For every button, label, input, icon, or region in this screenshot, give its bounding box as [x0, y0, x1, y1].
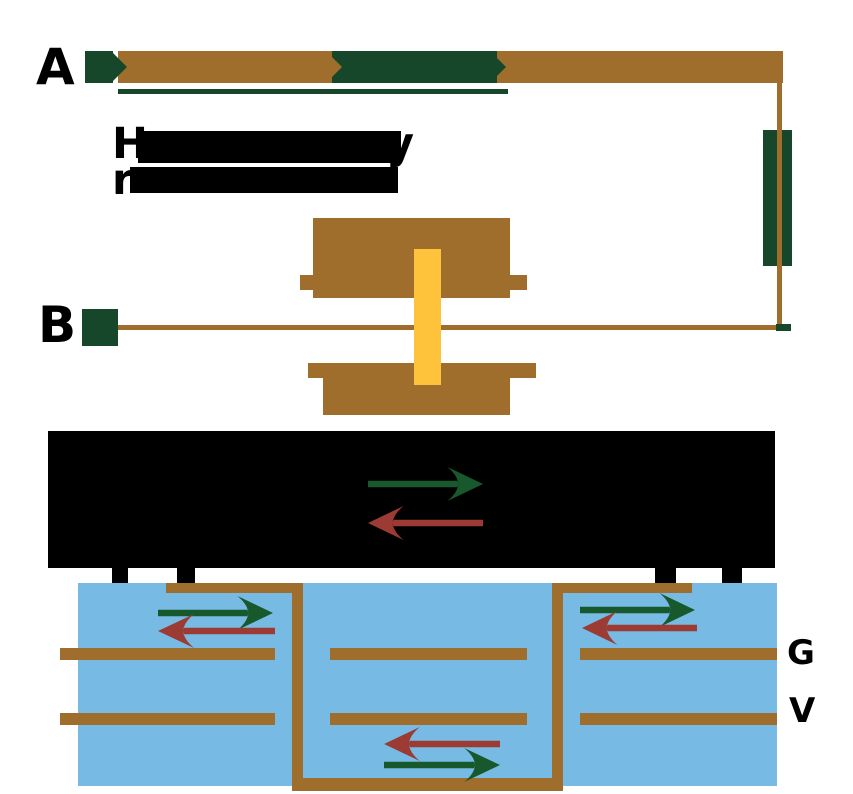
connector-top-pad-left	[300, 275, 314, 290]
power-plane-right	[580, 713, 777, 725]
net-a-label: A	[36, 38, 75, 96]
ground-plane-left	[60, 648, 275, 660]
caption-letter-h: H	[112, 119, 148, 169]
caption-letter-r: r	[112, 155, 134, 205]
net-a-return-underline	[118, 89, 508, 94]
pcb-substrate	[78, 583, 777, 786]
ground-plane-label: G	[787, 633, 815, 673]
ic-package	[48, 431, 775, 568]
connector-top-plate	[313, 218, 510, 298]
ic-pin-3	[655, 568, 676, 583]
ic-pin-4	[722, 568, 742, 583]
ground-plane-right	[580, 648, 777, 660]
top-trace-right	[552, 583, 692, 593]
signal-via-left	[292, 583, 303, 791]
net-b-trace	[118, 325, 790, 330]
net-a-driver-block	[85, 51, 113, 83]
power-plane-middle	[330, 713, 527, 725]
bottom-trace	[292, 778, 563, 791]
signal-via-right	[552, 583, 563, 791]
ground-plane-middle	[330, 648, 527, 660]
net-b-trace-end-cap	[776, 324, 791, 331]
caption-blackout-line2	[130, 167, 398, 193]
net-b-source-block	[82, 309, 118, 346]
ic-pin-2	[177, 568, 195, 583]
net-a-trace-green-segment	[332, 51, 497, 83]
connector-barrel	[414, 249, 441, 385]
top-trace-left	[166, 583, 303, 593]
power-plane-left	[60, 713, 275, 725]
ic-pin-1	[112, 568, 128, 583]
connector-top-pad-right	[510, 275, 527, 290]
net-a-vertical-wire	[777, 83, 782, 330]
net-b-label: B	[38, 296, 77, 354]
power-plane-label: V	[789, 691, 816, 731]
caption-blackout-line1	[138, 131, 401, 163]
